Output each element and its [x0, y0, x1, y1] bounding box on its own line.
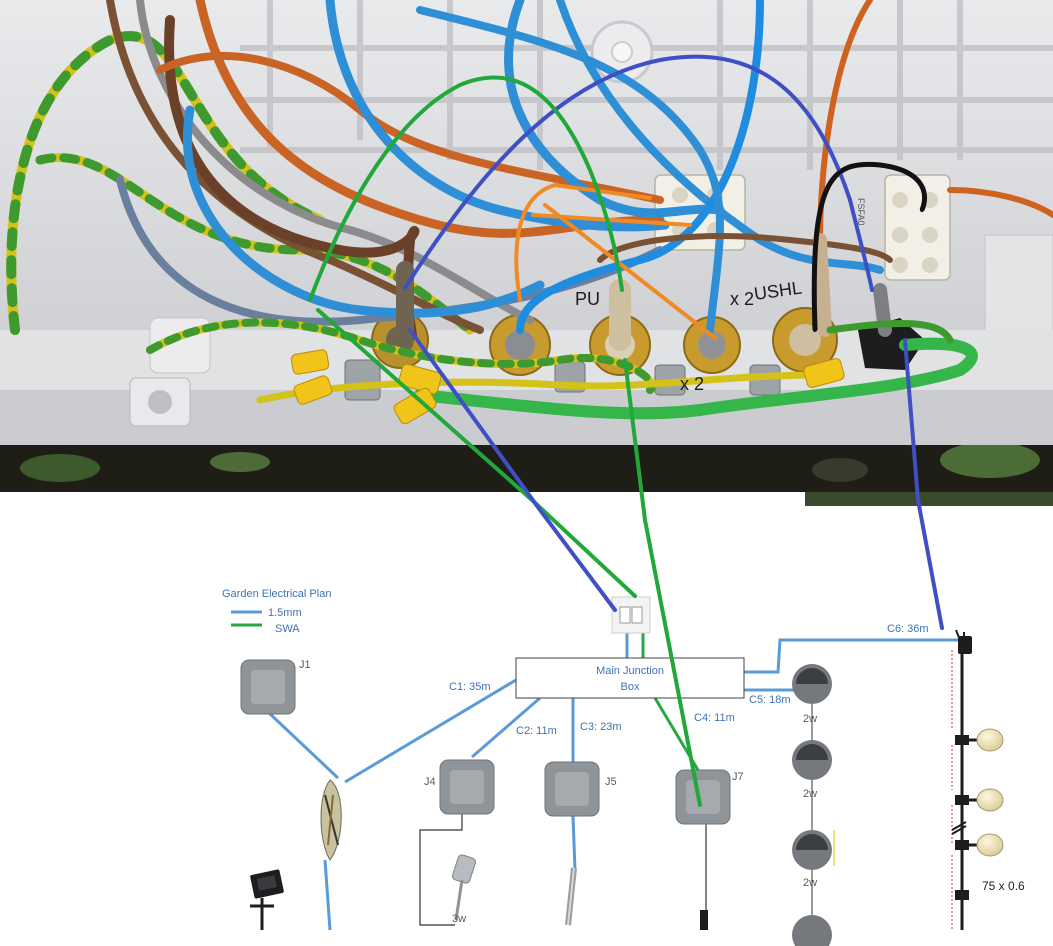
wall-light-2-wattage: 2w — [803, 788, 817, 800]
label-c4: C4: 11m — [694, 712, 735, 724]
main-box-line1: Main Junction — [596, 665, 664, 677]
terminal-block-brand: FSFA0 — [856, 198, 866, 226]
overlay-orange-lines — [514, 182, 717, 340]
annotation-overlay — [308, 54, 944, 807]
festoon-string — [951, 629, 980, 930]
j5-lamp-icon — [565, 867, 577, 926]
junction-j4-label: J4 — [424, 776, 436, 788]
wall-light-4 — [792, 915, 832, 946]
junction-j5-label: J5 — [605, 776, 617, 788]
junction-j7[interactable]: J7 — [675, 769, 744, 825]
gel-connector — [320, 779, 342, 861]
junction-box-photo: PU x 2 x 2 USHL FSFA0 — [0, 0, 1053, 492]
cable-c2 — [471, 696, 541, 759]
cable-j5-down — [571, 815, 577, 871]
plan-title: Garden Electrical Plan — [222, 588, 331, 600]
main-junction-box[interactable]: Main Junction Box — [515, 657, 745, 699]
label-c2: C2: 11m — [516, 725, 557, 737]
label-c5: C5: 18m — [749, 694, 791, 706]
spike-spotlight-icon: 3w — [451, 854, 477, 925]
switch-plate[interactable] — [611, 596, 651, 634]
junction-j1-label: J1 — [299, 659, 311, 671]
wall-light-3-wattage: 2w — [803, 877, 817, 889]
wall-light-1-wattage: 2w — [803, 713, 817, 725]
cable-to-light — [323, 859, 332, 931]
festoon-bulb-3 — [976, 833, 1004, 857]
overlay-green-arc — [308, 75, 624, 302]
main-box-line2: Box — [621, 681, 640, 693]
floodlight-icon — [250, 869, 284, 930]
cable-j1-link — [266, 710, 340, 780]
overlay-blue-to-switch — [408, 328, 617, 612]
legend-item-swa: SWA — [275, 623, 300, 635]
festoon-bulb-1 — [976, 728, 1004, 752]
cable-c1 — [344, 678, 517, 784]
legend-item-1-5mm: 1.5mm — [268, 607, 302, 619]
overlay-blue-arc — [403, 54, 874, 292]
photo-marker-x2a: x 2 — [680, 374, 704, 394]
junction-j1[interactable]: J1 — [240, 659, 311, 715]
overlay-green-to-j7 — [623, 358, 702, 807]
label-c6: C6: 36m — [887, 623, 929, 635]
festoon-bulb-2 — [976, 788, 1004, 812]
label-c3: C3: 23m — [580, 721, 622, 733]
photo-marker-pu: PU — [575, 289, 600, 309]
festoon-count: 75 x 0.6 — [982, 879, 1025, 893]
cable-c6 — [744, 638, 960, 674]
wall-light-1: 2w — [792, 664, 832, 725]
photo-marker-x2b: x 2 — [730, 289, 754, 309]
spot-wattage: 3w — [452, 913, 466, 925]
wall-light-3: 2w — [792, 830, 835, 889]
junction-j5[interactable]: J5 — [544, 761, 617, 817]
junction-j7-label: J7 — [732, 771, 744, 783]
legend: 1.5mm SWA — [231, 607, 302, 635]
label-c1: C1: 35m — [449, 681, 491, 693]
wall-light-2: 2w — [792, 740, 832, 800]
overlay-black-wire — [812, 162, 927, 332]
junction-j4[interactable]: J4 — [424, 759, 495, 815]
overlay-blue-to-c6 — [903, 338, 944, 630]
